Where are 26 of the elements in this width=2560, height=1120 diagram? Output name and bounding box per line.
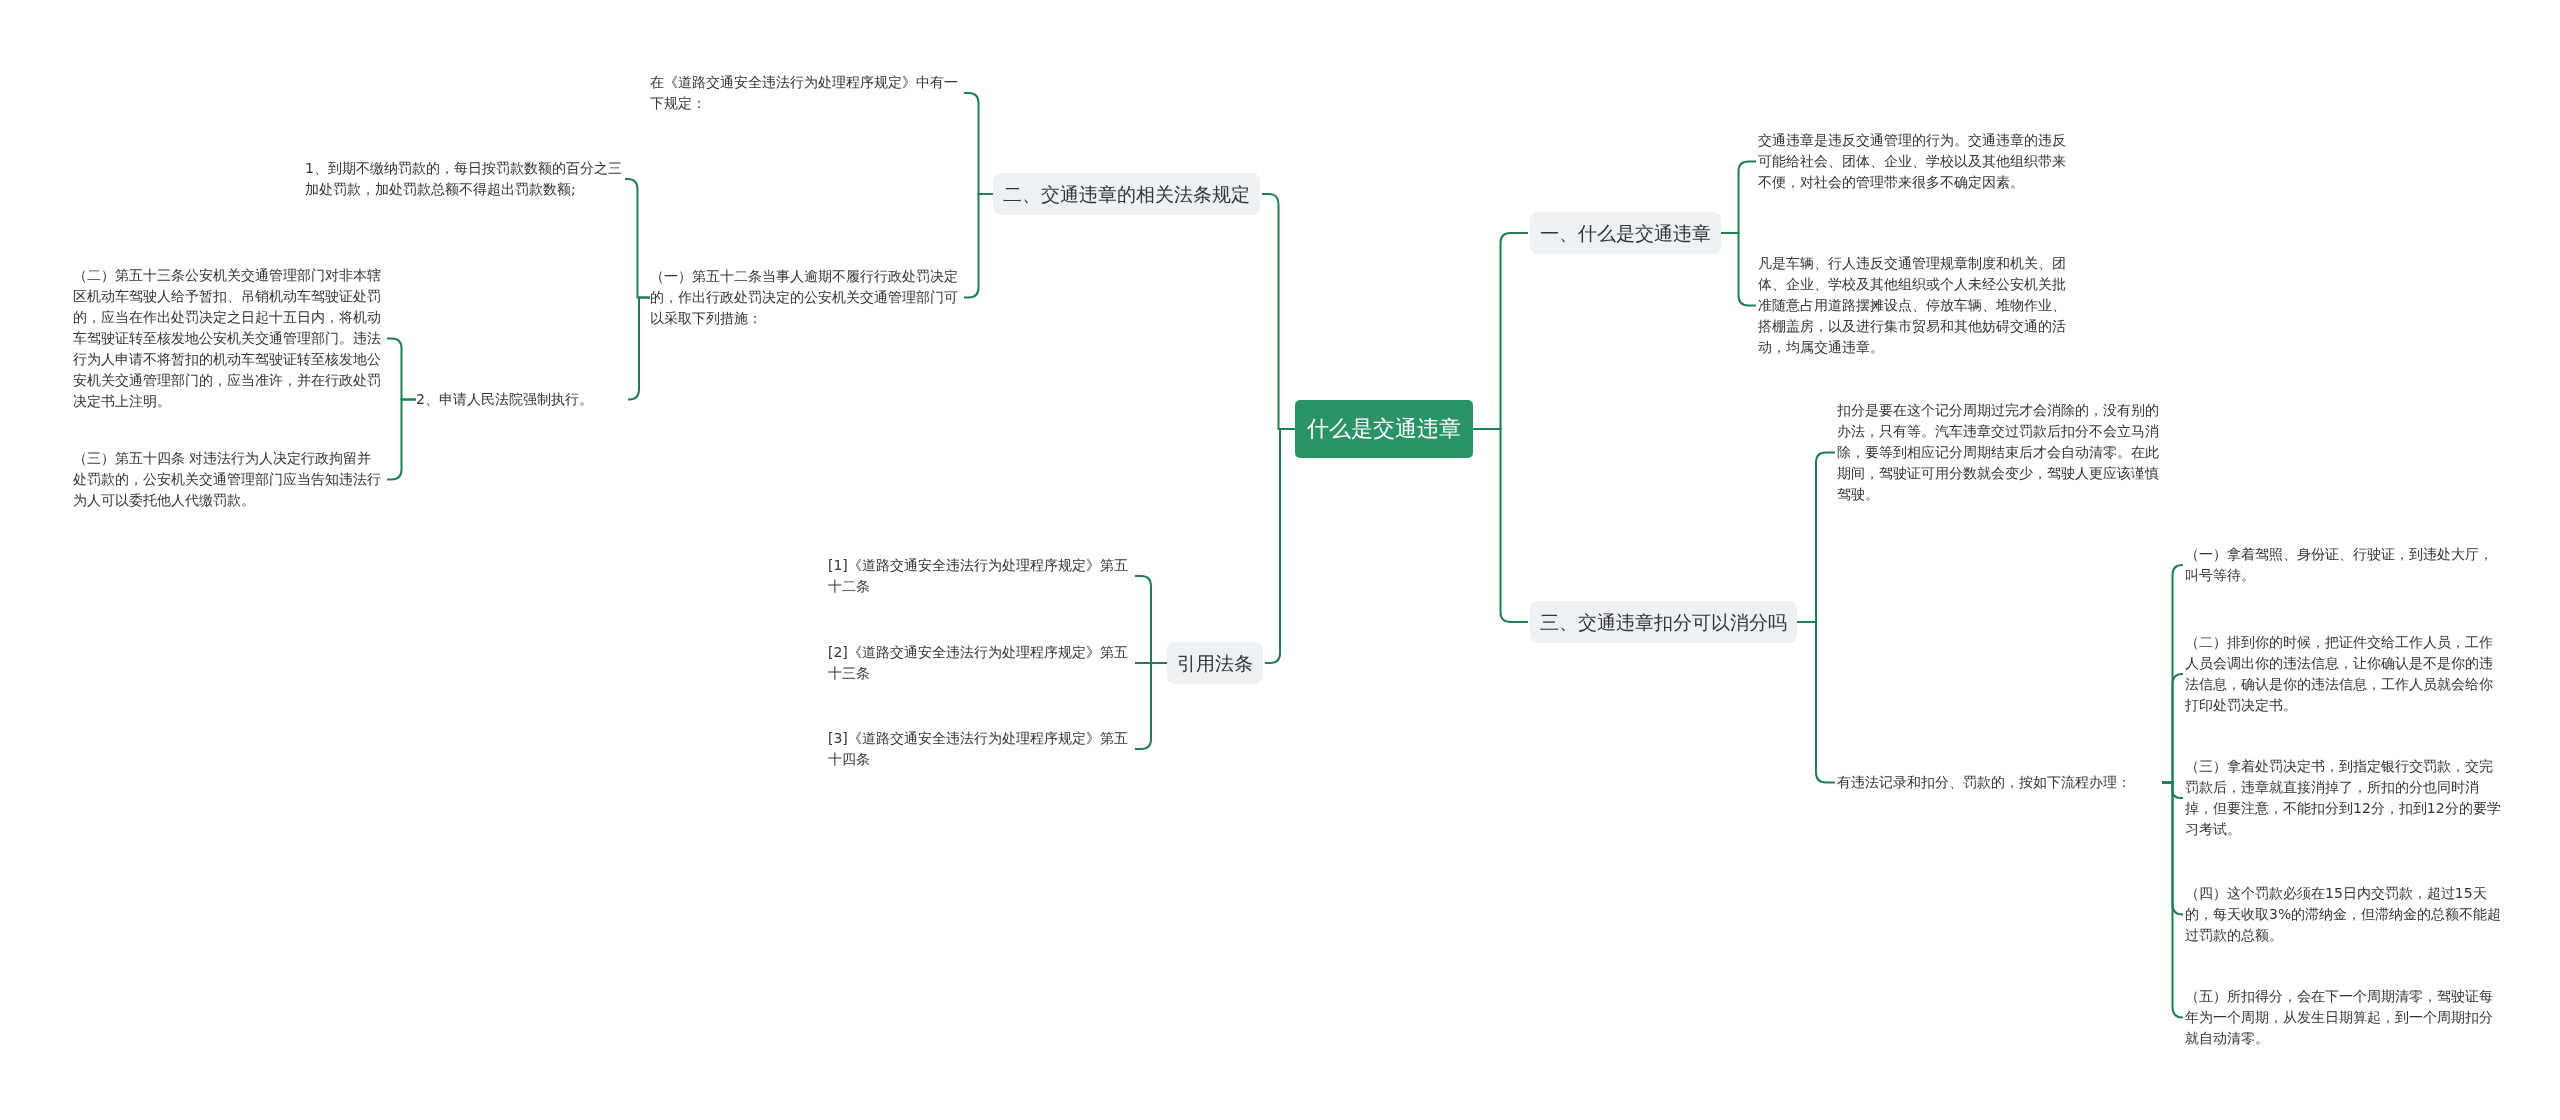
subtopic-text: 2、申请人民法院强制执行。 bbox=[416, 389, 626, 410]
subtopic-text: [2]《道路交通安全违法行为处理程序规定》第五十三条 bbox=[828, 642, 1133, 684]
connector-line bbox=[627, 296, 651, 401]
subtopic-text: （五）所扣得分，会在下一个周期清零，驾驶证每年为一个周期，从发生日期算起，到一个周期扣分就自动清零。 bbox=[2185, 986, 2503, 1049]
topic-box: 二、交通违章的相关法条规定 bbox=[993, 173, 1260, 215]
topic-box: 三、交通违章扣分可以消分吗 bbox=[1530, 601, 1797, 643]
subtopic-text: （一）第五十二条当事人逾期不履行行政处罚决定的，作出行政处罚决定的公安机关交通管理部门可以采取下列措施： bbox=[650, 266, 962, 329]
central-topic-box: 什么是交通违章 bbox=[1295, 400, 1473, 458]
connector-line bbox=[2161, 781, 2184, 1019]
subtopic-text: 交通违章是违反交通管理的行为。交通违章的违反可能给社会、团体、企业、学校以及其他组织带来不便，对社会的管理带来很多不确定因素。 bbox=[1758, 130, 2076, 193]
subtopic-text: （二）排到你的时候，把证件交给工作人员，工作人员会调出你的违法信息，让你确认是不是你的违法信息，确认是你的违法信息，工作人员就会给你打印处罚决定书。 bbox=[2185, 632, 2503, 716]
subtopic-text: （四）这个罚款必须在15日内交罚款，超过15天的，每天收取3%的滞纳金，但滞纳金的总额不能超过罚款的总额。 bbox=[2185, 883, 2503, 946]
subtopic-text: [3]《道路交通安全违法行为处理程序规定》第五十四条 bbox=[828, 728, 1133, 770]
topic-box: 引用法条 bbox=[1167, 642, 1263, 684]
subtopic-text: （三）第五十四条 对违法行为人决定行政拘留并处罚款的，公安机关交通管理部门应当告知违法行为人可以委托他人代缴罚款。 bbox=[73, 448, 385, 511]
subtopic-text: 有违法记录和扣分、罚款的，按如下流程办理： bbox=[1837, 772, 2162, 793]
subtopic-text: 在《道路交通安全违法行为处理程序规定》中有一下规定： bbox=[650, 72, 962, 114]
subtopic-text: （三）拿着处罚决定书，到指定银行交罚款，交完罚款后，违章就直接消掉了，所扣的分也同时消掉，但要注意，不能扣分到12分，扣到12分的要学习考试。 bbox=[2185, 756, 2503, 840]
topic-box: 一、什么是交通违章 bbox=[1530, 212, 1721, 254]
subtopic-text: （二）第五十三条公安机关交通管理部门对非本辖区机动车驾驶人给予暂扣、吊销机动车驾驶证处罚的，应当在作出处罚决定之日起十五日内，将机动车驾驶证转至核发地公安机关交通管理部门。违法行为人申请不将暂扣的机动车驾驶证转至核发地公安机关交通管理部门的，应当准许，并在行政处罚决定书上注明。 bbox=[73, 265, 385, 412]
subtopic-text: [1]《道路交通安全违法行为处理程序规定》第五十二条 bbox=[828, 555, 1133, 597]
subtopic-text: 凡是车辆、行人违反交通管理规章制度和机关、团体、企业、学校及其他组织或个人未经公安机关批准随意占用道路摆摊设点、停放车辆、堆物作业、搭棚盖房，以及进行集市贸易和其他妨碍交通的活动，均属交通违章。 bbox=[1758, 253, 2076, 358]
subtopic-text: 扣分是要在这个记分周期过完才会消除的，没有别的办法，只有等。汽车违章交过罚款后扣分不会立马消除，要等到相应记分周期结束后才会自动清零。在此期间，驾驶证可用分数就会变少，驾驶人更应该谨慎驾驶。 bbox=[1837, 400, 2159, 505]
subtopic-text: （一）拿着驾照、身份证、行驶证，到违处大厅，叫号等待。 bbox=[2185, 544, 2503, 586]
subtopic-text: 1、到期不缴纳罚款的，每日按罚款数额的百分之三加处罚款，加处罚款总额不得超出罚款数额; bbox=[305, 158, 623, 200]
connector-line bbox=[1796, 621, 1836, 784]
